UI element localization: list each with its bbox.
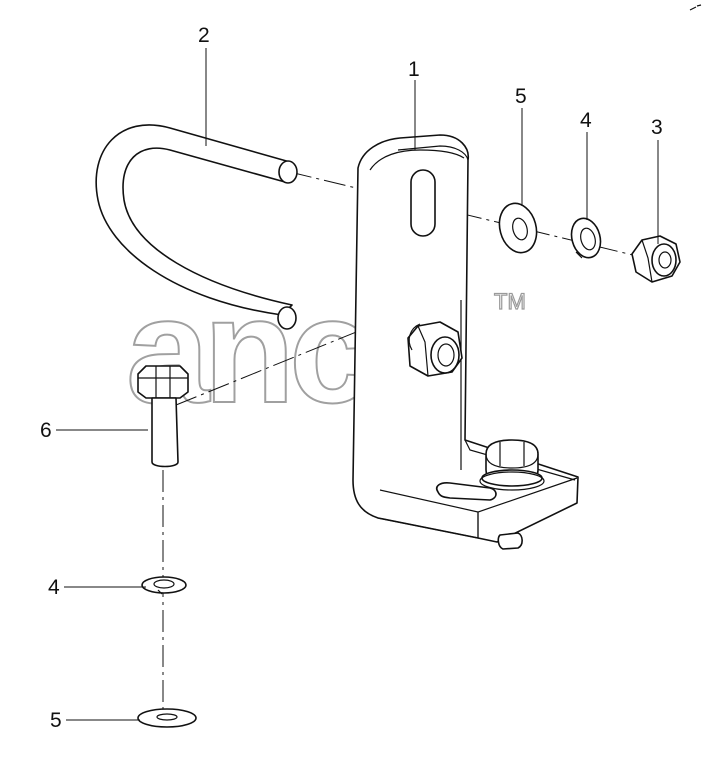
u-bolt-end-upper — [278, 160, 298, 184]
callout-part-1: 1 — [408, 58, 420, 81]
callout-labels: 1 2 3 4 5 6 4 5 — [40, 24, 663, 732]
callout-part-4-lower: 4 — [48, 576, 60, 599]
callout-part-4-upper: 4 — [580, 109, 592, 132]
callout-part-5-lower: 5 — [50, 709, 62, 732]
bracket-bottom-stud — [497, 532, 523, 550]
mounted-nut-middle — [407, 321, 463, 377]
l-bracket-part-1 — [352, 134, 579, 550]
mounted-bolt-lower — [479, 439, 545, 491]
callout-part-2: 2 — [198, 24, 210, 47]
hex-nut-part-3 — [631, 235, 681, 283]
leader-lines — [56, 48, 659, 721]
u-bolt-end-lower — [277, 306, 297, 330]
callout-part-5-upper: 5 — [515, 85, 527, 108]
lock-washer-part-4-lower — [141, 576, 187, 595]
flat-washer-part-5-upper — [498, 202, 538, 254]
u-bolt-part-2 — [95, 124, 298, 330]
hex-bolt-part-6 — [137, 365, 189, 468]
flat-washer-part-5-lower — [137, 708, 197, 728]
axis-upper-hardware — [289, 171, 671, 265]
bracket-slot-upper — [410, 169, 436, 237]
callout-part-6: 6 — [40, 419, 52, 442]
lock-washer-part-4-upper — [570, 217, 602, 259]
corner-mark — [689, 4, 702, 11]
callout-part-3: 3 — [651, 116, 663, 139]
watermark-trademark: TM — [494, 289, 526, 314]
bracket-slot-lower — [435, 482, 497, 501]
